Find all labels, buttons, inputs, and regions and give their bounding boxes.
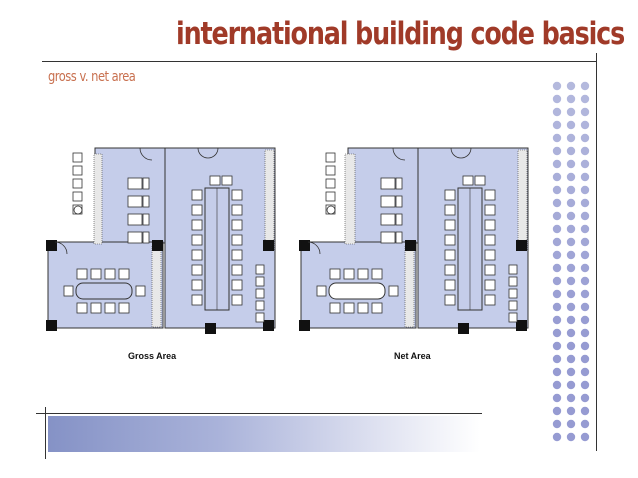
dot [580, 432, 590, 442]
left-rule [45, 407, 46, 459]
dot-grid [552, 81, 590, 442]
dot [580, 94, 590, 104]
top-rule [42, 61, 597, 62]
dot [580, 393, 590, 403]
dot [580, 172, 590, 182]
dot [580, 263, 590, 273]
dot [566, 211, 576, 221]
dot [580, 133, 590, 143]
dot [552, 289, 562, 299]
dot [552, 354, 562, 364]
dot [566, 432, 576, 442]
dot [580, 237, 590, 247]
dot [566, 328, 576, 338]
slide-subtitle: gross v. net area [48, 69, 136, 85]
dot [552, 380, 562, 390]
dot [552, 198, 562, 208]
dot [566, 341, 576, 351]
dot [552, 406, 562, 416]
dot [580, 146, 590, 156]
dot [552, 341, 562, 351]
dot [566, 367, 576, 377]
dot [566, 133, 576, 143]
net-area-label: Net Area [394, 351, 431, 361]
dot [580, 289, 590, 299]
dot [566, 419, 576, 429]
dot [580, 159, 590, 169]
dot [580, 198, 590, 208]
dot [552, 237, 562, 247]
dot [580, 341, 590, 351]
dot [552, 393, 562, 403]
dot [566, 289, 576, 299]
dot [580, 380, 590, 390]
dot [552, 120, 562, 130]
right-rule [596, 53, 597, 451]
dot [552, 315, 562, 325]
dot [566, 120, 576, 130]
dot [566, 172, 576, 182]
gradient-bar [48, 416, 480, 452]
dot [552, 107, 562, 117]
dot [580, 354, 590, 364]
dot [552, 250, 562, 260]
dot [566, 276, 576, 286]
dot [580, 406, 590, 416]
dot [580, 211, 590, 221]
dot [580, 367, 590, 377]
dot [580, 276, 590, 286]
dot [566, 237, 576, 247]
dot [552, 159, 562, 169]
dot [580, 315, 590, 325]
gross-area-floor-plan [46, 147, 276, 334]
dot [552, 81, 562, 91]
dot [580, 81, 590, 91]
net-area-floor-plan [299, 147, 529, 334]
dot [552, 94, 562, 104]
dot [580, 302, 590, 312]
dot [566, 146, 576, 156]
dot [566, 393, 576, 403]
dot [580, 185, 590, 195]
dot [552, 172, 562, 182]
dot [552, 432, 562, 442]
dot [580, 250, 590, 260]
dot [552, 367, 562, 377]
dot [552, 302, 562, 312]
dot [552, 146, 562, 156]
dot [566, 159, 576, 169]
dot [566, 107, 576, 117]
dot [552, 211, 562, 221]
dot [566, 185, 576, 195]
gross-area-label: Gross Area [128, 351, 177, 361]
dot [566, 354, 576, 364]
dot [566, 315, 576, 325]
dot [566, 224, 576, 234]
dot [552, 328, 562, 338]
dot [552, 419, 562, 429]
dot [580, 224, 590, 234]
dot [566, 380, 576, 390]
dot [566, 81, 576, 91]
dot [580, 419, 590, 429]
dot [552, 263, 562, 273]
dot [580, 328, 590, 338]
dot [566, 250, 576, 260]
dot [580, 120, 590, 130]
dot [552, 276, 562, 286]
dot [566, 406, 576, 416]
dot [566, 198, 576, 208]
dot [566, 263, 576, 273]
dot [552, 133, 562, 143]
dot [552, 224, 562, 234]
dot [566, 94, 576, 104]
slide-title: international building code basics [176, 16, 625, 52]
dot [552, 185, 562, 195]
dot [580, 107, 590, 117]
bottom-rule [36, 413, 482, 414]
dot [566, 302, 576, 312]
